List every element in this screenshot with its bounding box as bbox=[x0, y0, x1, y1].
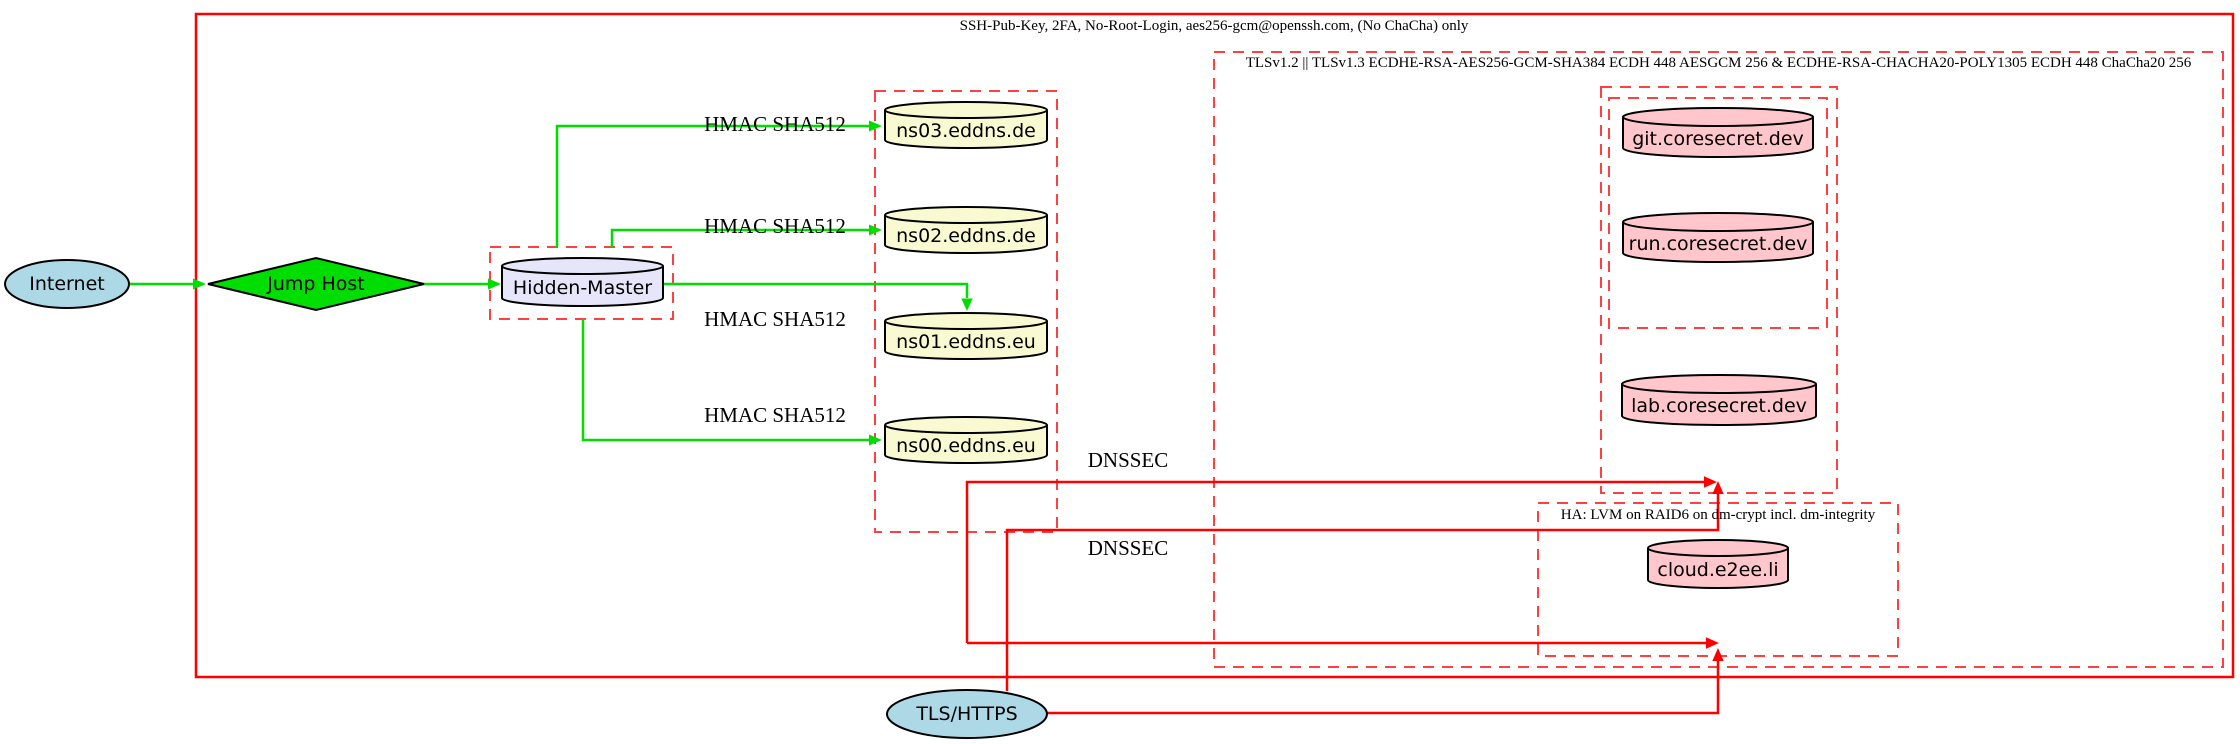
hmac-sha512-label-2: HMAC SHA512 bbox=[704, 214, 846, 238]
ns03-cylinder bbox=[884, 101, 1048, 149]
green-edges bbox=[129, 124, 969, 442]
run-node-label: run.coresecret.dev bbox=[1628, 232, 1808, 255]
dnssec-label-2: DNSSEC bbox=[1087, 536, 1169, 560]
arrowhead-to-jumphost bbox=[193, 278, 206, 290]
ns02-cylinder-rim bbox=[884, 214, 1048, 224]
ns02-cylinder bbox=[884, 206, 1048, 254]
internet-node-label: Internet bbox=[29, 273, 105, 295]
lab-cylinder bbox=[1621, 374, 1817, 426]
arrowhead-to-hiddenmaster bbox=[488, 278, 501, 290]
arrowhead-to-ns03 bbox=[869, 120, 882, 132]
tls-https-node-label: TLS/HTTPS bbox=[916, 703, 1018, 725]
git-node-label: git.coresecret.dev bbox=[1632, 127, 1804, 150]
tls-cluster-label: TLSv1.2 || TLSv1.3 ECDHE-RSA-AES256-GCM-… bbox=[1245, 55, 2192, 71]
edge-dnssec-to-coresecret bbox=[965, 480, 1704, 643]
hmac-sha512-label-1: HMAC SHA512 bbox=[704, 112, 846, 136]
edge-hiddenmaster-to-ns00 bbox=[581, 319, 869, 442]
hidden-master-cylinder bbox=[501, 257, 664, 307]
cloud-cylinder-rim bbox=[1647, 547, 1789, 557]
hmac-sha512-label-4: HMAC SHA512 bbox=[704, 403, 846, 427]
hidden-master-cylinder-rim bbox=[501, 265, 664, 275]
edge-hiddenmaster-to-ns02 bbox=[610, 228, 869, 247]
cylinder-nodes bbox=[501, 101, 1817, 589]
git-cylinder-rim bbox=[1622, 116, 1814, 127]
cloud-node-label: cloud.e2ee.li bbox=[1657, 559, 1779, 581]
red-arrowheads bbox=[1704, 476, 1724, 661]
ns01-cylinder-rim bbox=[884, 320, 1048, 330]
edge-tlshttps-right-to-ha bbox=[1047, 661, 1720, 715]
lab-node-label: lab.coresecret.dev bbox=[1631, 395, 1807, 417]
cloud-cylinder bbox=[1647, 539, 1789, 589]
jump-host-node-label: Jump Host bbox=[267, 273, 365, 295]
internet-node-shape bbox=[4, 259, 130, 309]
arrowhead-to-ns00 bbox=[869, 434, 882, 446]
run-cylinder bbox=[1622, 212, 1814, 263]
ns00-cylinder-rim bbox=[884, 424, 1048, 434]
dnssec-label-1: DNSSEC bbox=[1087, 448, 1169, 472]
ssh-cluster-label: SSH-Pub-Key, 2FA, No-Root-Login, aes256-… bbox=[959, 18, 1469, 34]
arrowhead-right-ha bbox=[1706, 637, 1719, 649]
coresecret-inner-cluster-box bbox=[1608, 97, 1828, 329]
ns01-node-label: ns01.eddns.eu bbox=[896, 331, 1036, 353]
hmac-sha512-label-3: HMAC SHA512 bbox=[704, 307, 846, 331]
ns00-cylinder bbox=[884, 416, 1048, 464]
ns01-cylinder bbox=[884, 312, 1048, 360]
arrowhead-to-ns01 bbox=[961, 298, 973, 311]
hidden-master-node-label: Hidden-Master bbox=[512, 277, 653, 299]
ns03-node-label: ns03.eddns.de bbox=[896, 120, 1036, 142]
lab-cylinder-rim bbox=[1621, 383, 1817, 394]
ha-cluster-label: HA: LVM on RAID6 on dm-crypt incl. dm-in… bbox=[1560, 507, 1876, 523]
ns03-cylinder-rim bbox=[884, 109, 1048, 119]
edge-hiddenmaster-to-ns03 bbox=[555, 124, 869, 247]
ns02-node-label: ns02.eddns.de bbox=[896, 225, 1036, 247]
green-arrowheads bbox=[193, 120, 973, 446]
arrowhead-up-ha bbox=[1712, 648, 1724, 661]
edge-tlshttps-up-to-coresecret bbox=[1005, 494, 1720, 691]
tls-https-node-shape bbox=[886, 689, 1048, 739]
arrowhead-up-coresecret bbox=[1712, 481, 1724, 494]
ssh-cluster-box bbox=[194, 12, 2235, 679]
ns00-node-label: ns00.eddns.eu bbox=[896, 435, 1036, 457]
edge-hiddenmaster-to-ns01 bbox=[663, 282, 969, 298]
git-cylinder bbox=[1622, 107, 1814, 158]
red-edges bbox=[965, 480, 1720, 715]
run-cylinder-rim bbox=[1622, 221, 1814, 232]
arrowhead-to-ns02 bbox=[869, 224, 882, 236]
jump-host-node-shape bbox=[207, 256, 425, 312]
arrowhead-right-coresecret bbox=[1704, 476, 1717, 488]
